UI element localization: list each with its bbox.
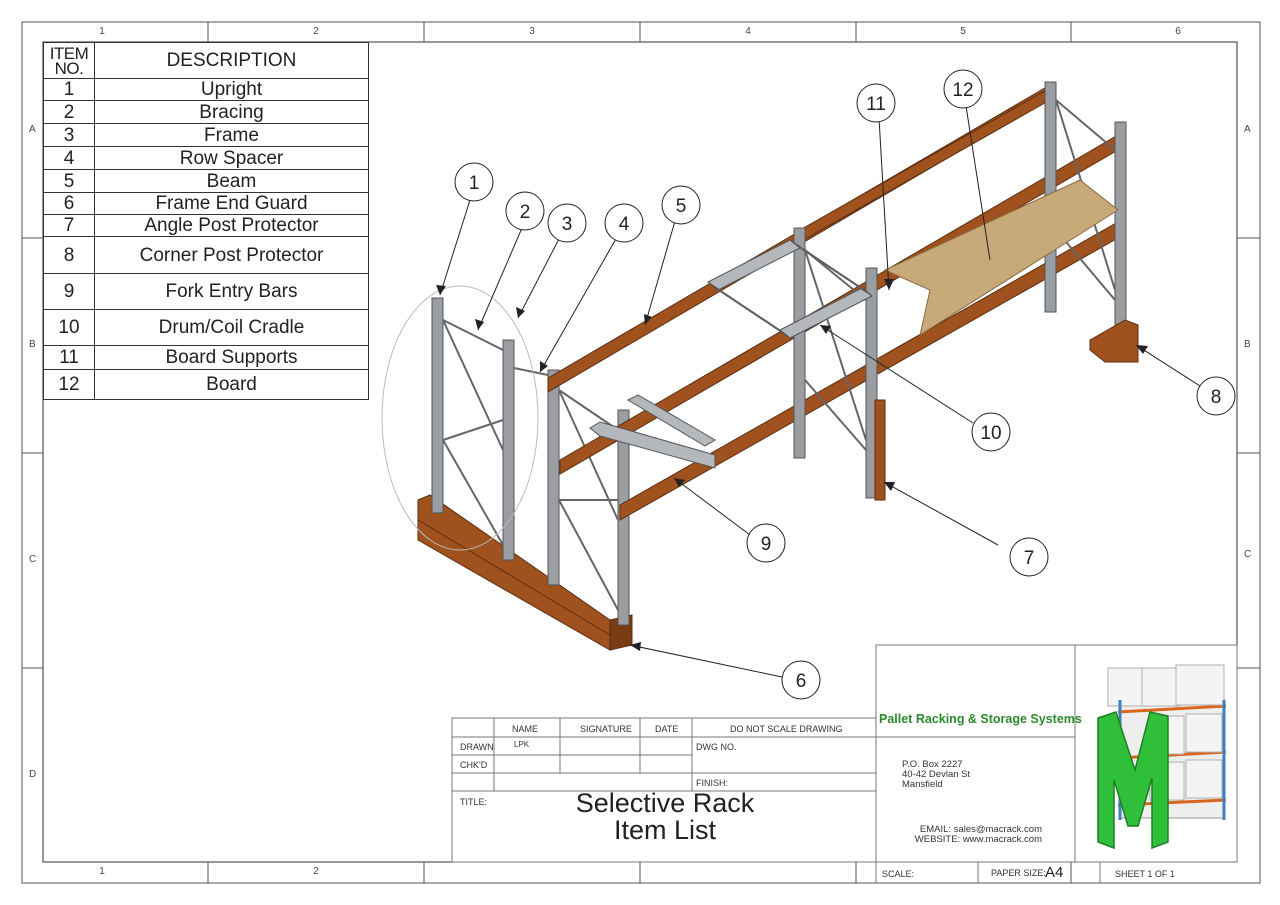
tb-drawn-name: LPK	[514, 740, 530, 749]
bom-item-desc: Frame End Guard	[94, 192, 369, 215]
bom-header-item-line1: ITEM	[49, 43, 89, 63]
bom-item-desc: Row Spacer	[94, 146, 369, 170]
bom-item-no: 2	[43, 100, 95, 124]
company-website: WEBSITE: www.macrack.com	[914, 834, 1042, 845]
bom-item-desc: Bracing	[94, 100, 369, 124]
tb-chkd-label: CHK'D	[460, 760, 488, 770]
tb-dwg-no-label: DWG NO.	[696, 742, 737, 752]
zone-col-5-top: 5	[960, 26, 966, 37]
bom-header-description: DESCRIPTION	[94, 42, 369, 79]
bom-item-no: 6	[43, 192, 95, 215]
tb-finish-label: FINISH:	[696, 778, 729, 788]
tb-title-label: TITLE:	[460, 797, 488, 807]
bom-item-no: 10	[43, 309, 95, 346]
tb-col-date: DATE	[655, 724, 679, 734]
bom-item-desc: Fork Entry Bars	[94, 273, 369, 310]
tb-scale-label: SCALE:	[882, 869, 915, 879]
zone-col-2-bottom: 2	[313, 866, 319, 877]
zone-row-b-right: B	[1244, 339, 1251, 350]
tb-paper-size-label: PAPER SIZE:	[991, 868, 1046, 878]
bom-item-no: 11	[43, 345, 95, 370]
tb-col-name: NAME	[512, 724, 539, 734]
bom-header-item-no: ITEM NO.	[43, 42, 95, 79]
bom-item-desc: Corner Post Protector	[94, 236, 369, 274]
bom-item-no: 4	[43, 146, 95, 170]
bom-item-no: 8	[43, 236, 95, 274]
bom-item-no: 7	[43, 214, 95, 237]
bom-item-desc: Frame	[94, 123, 369, 147]
address-line-2: 40-42 Devlan St	[902, 769, 971, 780]
bom-item-no: 3	[43, 123, 95, 147]
company-name: Pallet Racking & Storage Systems	[879, 712, 1082, 726]
zone-row-c-right: C	[1244, 549, 1252, 560]
bom-item-desc: Board	[94, 369, 369, 400]
company-logo	[1097, 664, 1227, 850]
bom-item-desc: Beam	[94, 169, 369, 193]
tb-col-signature: SIGNATURE	[580, 724, 632, 734]
bom-item-no: 5	[43, 169, 95, 193]
zone-col-4-top: 4	[745, 26, 751, 37]
zone-col-6-top: 6	[1175, 26, 1181, 37]
zone-row-b-left: B	[29, 339, 36, 350]
bom-item-no: 1	[43, 78, 95, 101]
bom-item-no: 9	[43, 273, 95, 310]
bom-header-row: ITEM NO. DESCRIPTION	[43, 42, 369, 79]
zone-col-1-top: 1	[99, 26, 105, 37]
tb-sheet: SHEET 1 OF 1	[1115, 869, 1175, 879]
zone-row-a-left: A	[29, 124, 36, 135]
bom-item-desc: Angle Post Protector	[94, 214, 369, 237]
zone-row-c-left: C	[29, 554, 37, 565]
drawing-title-line1: Selective Rack	[575, 788, 755, 818]
tb-do-not-scale: DO NOT SCALE DRAWING	[730, 724, 843, 734]
address-line-1: P.O. Box 2227	[902, 759, 963, 770]
zone-col-1-bottom: 1	[99, 866, 105, 877]
bom-item-desc: Board Supports	[94, 345, 369, 370]
bom-item-desc: Upright	[94, 78, 369, 101]
drawing-title-line2: Item List	[613, 815, 717, 845]
drawing-title: Selective Rack Item List	[540, 790, 790, 844]
zone-col-3-top: 3	[529, 26, 535, 37]
zone-col-2-top: 2	[313, 26, 319, 37]
bom-item-no: 12	[43, 369, 95, 400]
company-email: EMAIL: sales@macrack.com	[919, 824, 1042, 835]
address-line-3: Mansfield	[902, 779, 943, 790]
tb-paper-size-value: A4	[1045, 864, 1064, 881]
bom-item-desc: Drum/Coil Cradle	[94, 309, 369, 346]
company-address: P.O. Box 2227 40-42 Devlan St Mansfield	[902, 760, 970, 790]
company-contact: EMAIL: sales@macrack.com WEBSITE: www.ma…	[880, 825, 1042, 845]
bom-header-item-line2: NO.	[54, 58, 84, 78]
zone-row-a-right: A	[1244, 124, 1251, 135]
tb-drawn-label: DRAWN	[460, 742, 494, 752]
zone-row-d-left: D	[29, 769, 37, 780]
